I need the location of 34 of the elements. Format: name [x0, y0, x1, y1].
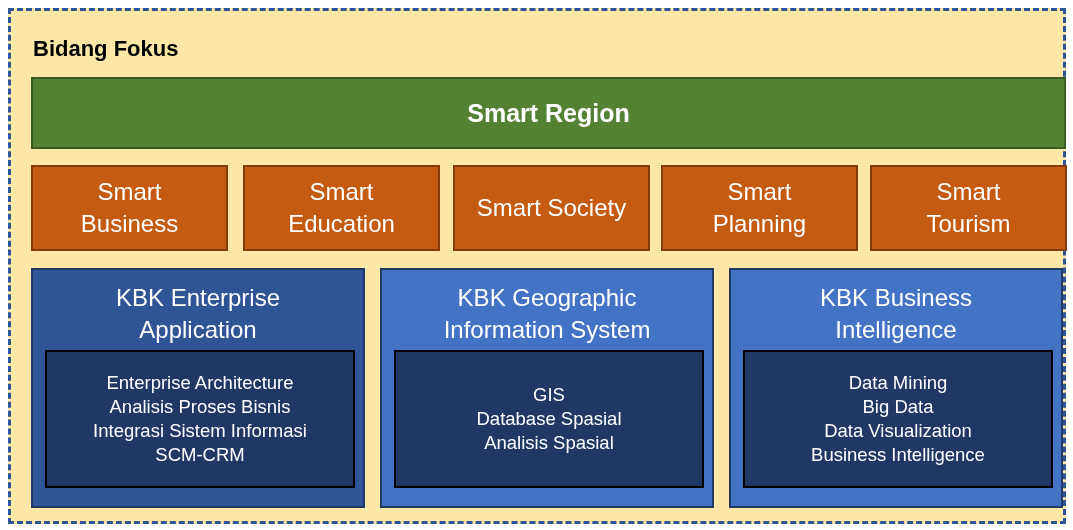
topic-item: Business Intelligence [811, 443, 985, 467]
band-label: Smart Region [467, 98, 630, 129]
group-panel [31, 268, 365, 508]
topic-item: Enterprise Architecture [106, 371, 294, 395]
group-panel [380, 268, 714, 508]
section-title: Bidang Fokus [33, 35, 179, 63]
domain-box [661, 165, 858, 251]
domain-box [31, 165, 228, 251]
domain-label: Smart Business [79, 177, 180, 239]
group-title: KBK Enterprise Application [114, 283, 282, 345]
domain-box [453, 165, 650, 251]
topic-item: Data Visualization [824, 419, 972, 443]
topic-list-box [743, 350, 1053, 488]
topic-list-box [394, 350, 704, 488]
topic-item: Analisis Proses Bisnis [109, 395, 291, 419]
topic-item: GIS [533, 383, 565, 407]
topic-item: Data Mining [848, 371, 948, 395]
group-panel [729, 268, 1063, 508]
topic-item: Analisis Spasial [484, 431, 614, 455]
topic-item: Database Spasial [476, 407, 622, 431]
domain-box [870, 165, 1067, 251]
domain-label: Smart Society [476, 193, 627, 223]
group-title: KBK Business Intelligence [818, 283, 974, 345]
topic-item: SCM-CRM [155, 443, 245, 467]
domain-box [243, 165, 440, 251]
region-band [31, 77, 1066, 149]
domain-label: Smart Tourism [925, 177, 1012, 239]
topic-list-box [45, 350, 355, 488]
group-title: KBK Geographic Information System [442, 283, 652, 345]
domain-label: Smart Education [287, 177, 396, 239]
topic-item: Integrasi Sistem Informasi [93, 419, 307, 443]
focus-area-panel [8, 8, 1066, 524]
topic-item: Big Data [862, 395, 934, 419]
domain-label: Smart Planning [711, 177, 808, 239]
